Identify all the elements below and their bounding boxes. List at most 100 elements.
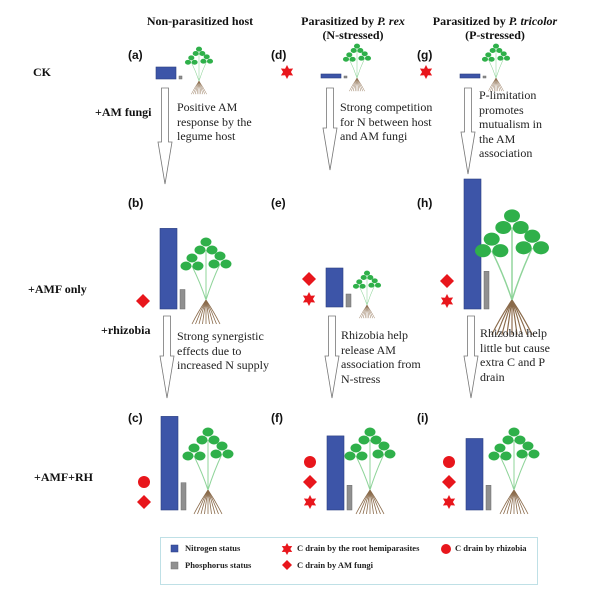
text-line: for N between host — [340, 114, 432, 129]
text-line: P-limitation — [479, 88, 537, 102]
text-line: N-stress — [341, 371, 381, 386]
leaflet — [502, 435, 514, 445]
leaflet — [368, 282, 375, 288]
rhizobia-circle-icon — [443, 456, 455, 468]
leaflet — [194, 245, 206, 255]
phosphorus-bar — [345, 293, 352, 308]
species-name: P. rex — [377, 14, 405, 28]
legend-phosphorus-label: Phosphorus status — [185, 560, 252, 570]
leaflet — [363, 270, 371, 276]
leaflet — [346, 52, 353, 58]
root-line — [198, 80, 207, 95]
parasite-star-icon — [419, 65, 433, 79]
legend: Nitrogen status Phosphorus status C drai… — [160, 537, 538, 585]
leaflet — [186, 253, 198, 263]
leaflet — [524, 229, 541, 243]
leaflet — [358, 435, 370, 445]
plant-icon — [344, 427, 396, 515]
transition-text-g-h: P-limitation promotes mutualism in the A… — [479, 88, 542, 161]
panel-label-e: (e) — [271, 196, 286, 210]
column-header-p-tricolor: Parasitized by P. tricolor (P-stressed) — [405, 14, 585, 42]
leaflet — [350, 48, 357, 53]
leaflet — [481, 56, 489, 62]
panel-label-b: (b) — [128, 196, 144, 210]
leaflet — [475, 244, 491, 258]
row-label-amf-rh: +AMF+RH — [34, 470, 93, 484]
leaflet — [522, 441, 534, 451]
phosphorus-bar — [485, 485, 492, 511]
leaflet — [182, 451, 194, 461]
transition-text-e-f: Rhizobia help release AM association fro… — [341, 328, 421, 386]
stem-line — [355, 455, 371, 491]
rhizobia-circle-icon — [441, 544, 451, 554]
legend-icons — [170, 543, 451, 570]
leaflet — [503, 55, 511, 61]
leaflet — [216, 441, 228, 451]
stem-line — [207, 453, 223, 491]
root-line — [511, 299, 533, 336]
plant-icon — [481, 43, 511, 92]
text-line: Rhizobia help — [341, 328, 408, 342]
leaflet — [514, 435, 526, 445]
text-line: association from — [341, 357, 421, 371]
leaflet — [483, 232, 500, 246]
stem-line — [369, 453, 385, 491]
text-line: Strong competition — [340, 100, 433, 114]
leaflet — [496, 48, 503, 53]
leaflet — [378, 441, 390, 451]
text-line: release AM — [341, 342, 396, 357]
phosphorus-bar — [343, 75, 348, 79]
text-line: increased N supply — [177, 358, 269, 372]
leaflet — [214, 251, 226, 261]
panel-b — [136, 228, 232, 325]
leaflet — [356, 451, 368, 461]
amf-diamond-icon — [136, 294, 150, 308]
leaflet — [492, 244, 509, 258]
leaflet — [184, 59, 192, 65]
rhizobia-circle-icon — [138, 476, 150, 488]
leaflet — [367, 275, 374, 280]
stem-line — [349, 59, 358, 79]
leaflet — [361, 51, 368, 57]
plant-icon — [475, 209, 549, 336]
parasite-star-icon — [302, 292, 316, 306]
column-title-text: Parasitized by — [432, 14, 509, 28]
root-line — [205, 299, 221, 325]
parasite-star-icon — [303, 495, 317, 509]
leaflet — [364, 427, 376, 437]
text-line: effects due to — [177, 343, 242, 358]
legend-rhizobia-label: C drain by rhizobia — [455, 543, 527, 553]
leaflet — [188, 55, 195, 61]
nitrogen-bar — [155, 66, 177, 80]
panel-label-h: (h) — [417, 196, 433, 210]
column-title-text: Parasitized by — [301, 14, 378, 28]
panel-a — [155, 46, 214, 95]
leaflet — [357, 48, 364, 53]
nitrogen-bar — [320, 73, 342, 79]
root-line — [366, 304, 375, 319]
leaflet — [516, 449, 528, 459]
text-line: legume host — [177, 129, 236, 143]
leaflet — [202, 427, 214, 437]
stem-line — [191, 62, 200, 82]
leaflet — [188, 443, 200, 453]
row-label-ck: CK — [33, 65, 51, 79]
leaflet — [358, 55, 365, 61]
leaflet — [352, 283, 360, 289]
panel-label-d: (d) — [271, 48, 287, 62]
leaflet — [489, 48, 496, 53]
stem-line — [491, 250, 513, 301]
leaflet — [353, 43, 361, 49]
leaflet — [492, 43, 500, 49]
arrow-a-to-b — [157, 87, 173, 185]
leaflet — [344, 451, 356, 461]
parasite-star-icon — [442, 495, 456, 509]
amf-diamond-icon — [302, 272, 316, 286]
text-line: mutualism in — [479, 117, 542, 131]
panel-label-i: (i) — [417, 411, 429, 425]
panel-f — [303, 427, 396, 515]
root-line — [495, 77, 504, 92]
stem-line — [193, 455, 209, 491]
text-line: response by the — [177, 114, 252, 129]
text-line: drain — [480, 369, 505, 384]
